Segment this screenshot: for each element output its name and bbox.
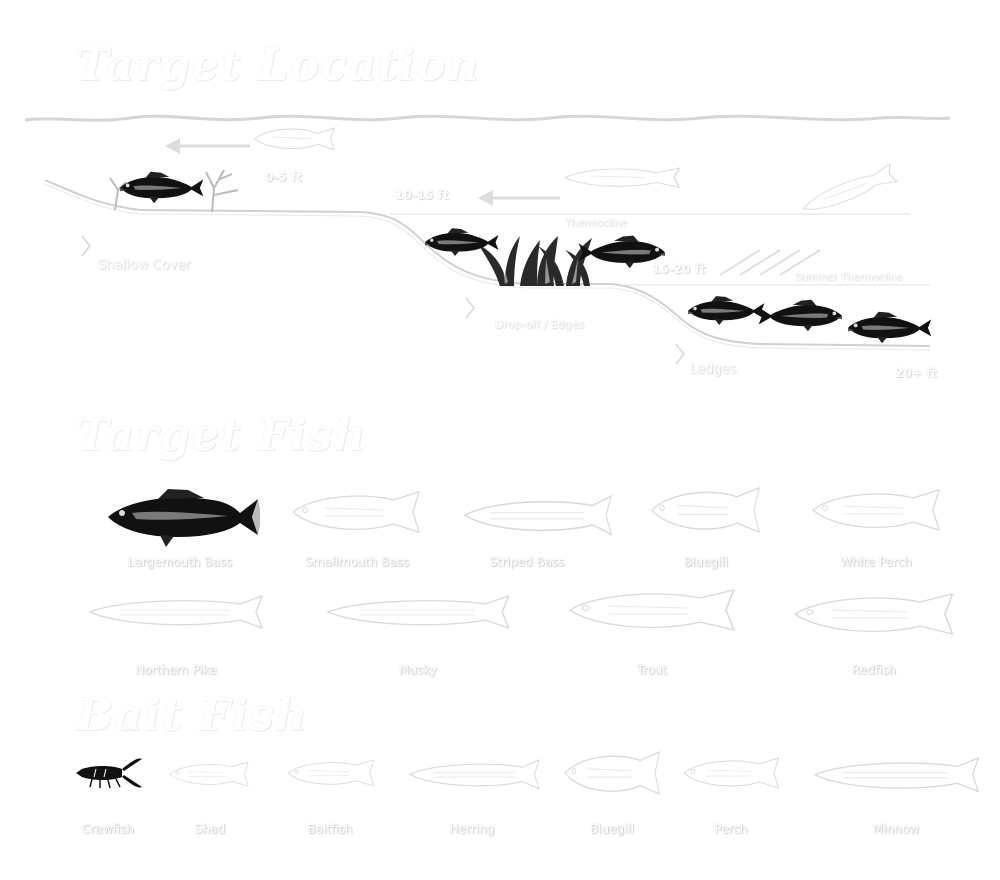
depth-label: 0-5 ft xyxy=(265,170,302,184)
bass-icon xyxy=(848,311,932,344)
fish-caption: Redfish xyxy=(851,663,897,677)
bass-icon xyxy=(120,171,204,204)
faint-fish-icon xyxy=(254,127,335,151)
fish-caption: White Perch xyxy=(840,555,912,569)
fish-caption: Bluegill xyxy=(683,555,729,569)
bait-shad-icon xyxy=(169,761,249,787)
bass-icon xyxy=(758,299,842,332)
fish-pike-icon xyxy=(89,595,263,629)
fish-trout-icon xyxy=(569,589,735,631)
label-thermocline-bottom: Summer Thermocline xyxy=(795,272,903,283)
bait-baitfish-icon xyxy=(287,759,375,787)
bait-crawfish-icon xyxy=(75,757,143,789)
marker-icon xyxy=(465,297,475,319)
fish-whiteperch-icon xyxy=(812,489,940,531)
bait-caption: Shad xyxy=(194,822,226,836)
bait-perch-icon xyxy=(683,757,779,789)
bait-caption: Baitfish xyxy=(307,822,353,836)
bait-caption: Herring xyxy=(449,822,495,836)
water-surface xyxy=(24,114,951,122)
movement-arrow xyxy=(478,190,560,206)
bait-caption: Minnow xyxy=(872,822,920,836)
bait-caption: Crawfish xyxy=(82,822,134,836)
bass-icon xyxy=(688,296,765,325)
bait-minnow-icon xyxy=(814,757,980,793)
depth-label: 10-15 ft xyxy=(395,188,449,202)
location-diagram xyxy=(24,114,951,365)
fish-caption: Northern Pike xyxy=(135,663,217,677)
faint-fish-icon xyxy=(564,167,681,188)
bait-bluegill-icon xyxy=(564,751,661,795)
label-drop-off: Drop-off / Edges xyxy=(495,318,585,331)
bottom-contour xyxy=(44,179,931,347)
fish-redfish-icon xyxy=(794,593,954,635)
fish-caption: Musky xyxy=(399,663,437,677)
heading-target-fish: Target Fish xyxy=(76,410,367,461)
fish-caption: Largemouth Bass xyxy=(127,555,233,569)
fish-striped-icon xyxy=(464,495,612,536)
fish-musky-icon xyxy=(327,595,510,629)
fish-largemouth-icon xyxy=(108,489,260,547)
bait-caption: Bluegill xyxy=(589,822,635,836)
stump-icon xyxy=(109,169,239,213)
faint-fish-icon xyxy=(799,163,898,219)
label-thermocline-top: Thermocline xyxy=(565,218,627,229)
fish-caption: Smallmouth Bass xyxy=(304,555,410,569)
fish-smallmouth-icon xyxy=(292,491,420,533)
marker-icon xyxy=(81,235,91,257)
depth-label: 15-20 ft xyxy=(652,262,706,276)
label-ledges: Ledges xyxy=(690,362,737,377)
fish-caption: Trout xyxy=(637,663,667,677)
fish-bluegill-icon xyxy=(651,487,760,533)
bait-caption: Perch xyxy=(714,822,748,836)
marker-icon xyxy=(675,343,685,365)
heading-bait-fish: Bait Fish xyxy=(76,690,308,741)
heading-target-location: Target Location xyxy=(76,40,480,91)
fish-caption: Striped Bass xyxy=(489,555,565,569)
movement-arrow xyxy=(165,138,250,154)
label-shallow-cover: Shallow Cover xyxy=(98,258,191,273)
bait-herring-icon xyxy=(409,759,540,790)
depth-label: 20+ ft xyxy=(895,366,937,380)
thermocline-hatch xyxy=(719,249,821,276)
